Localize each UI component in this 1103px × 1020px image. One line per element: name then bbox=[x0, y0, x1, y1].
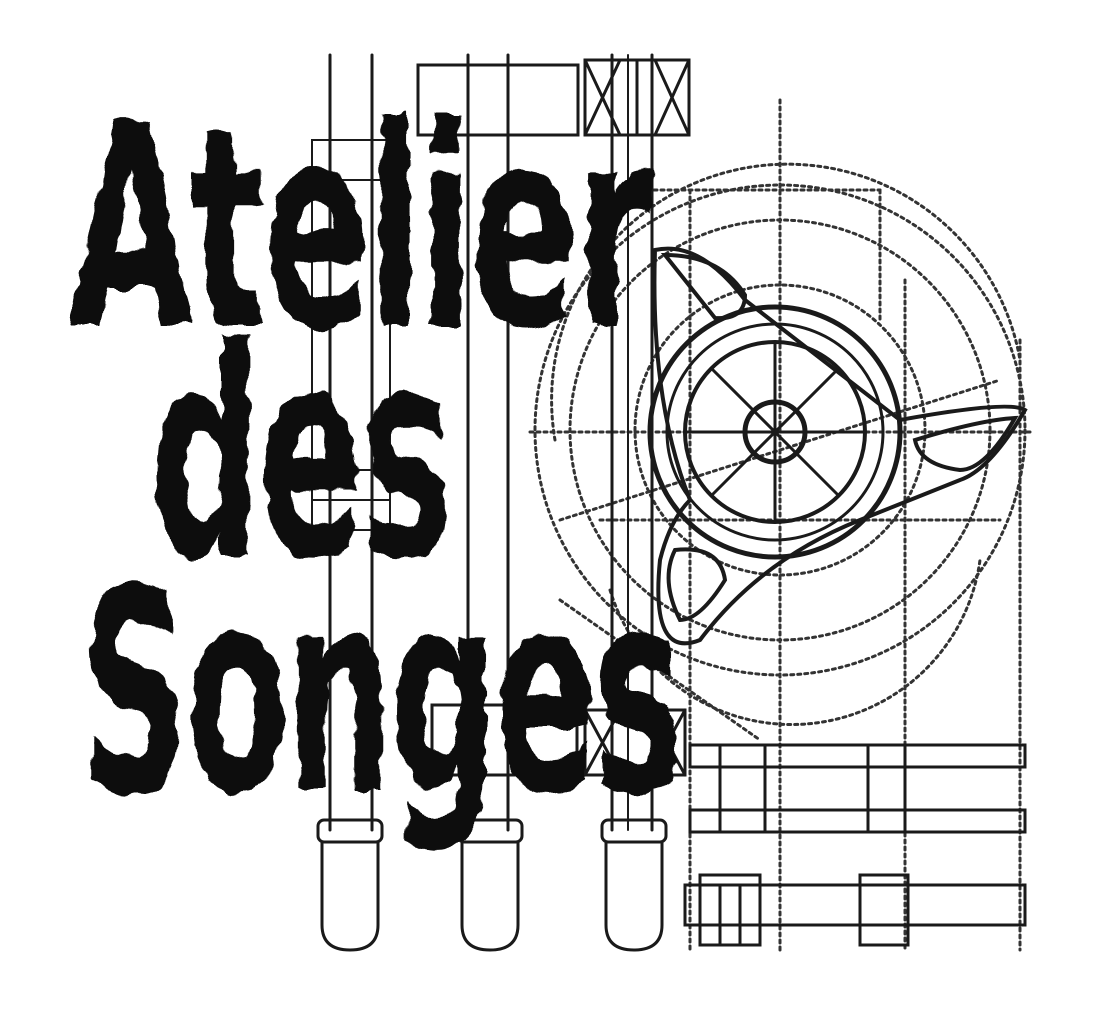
lower-brackets bbox=[683, 743, 1027, 947]
top-fittings bbox=[416, 58, 691, 137]
lower-fittings bbox=[430, 703, 687, 777]
gear-wheel-icon bbox=[647, 246, 1028, 646]
title-line-des: des bbox=[150, 287, 450, 624]
piston-rod-icon bbox=[311, 53, 654, 832]
rod-knobs bbox=[316, 818, 668, 952]
title-line-atelier: Atelier bbox=[70, 67, 654, 392]
title-line-songes: Songes bbox=[80, 531, 680, 857]
